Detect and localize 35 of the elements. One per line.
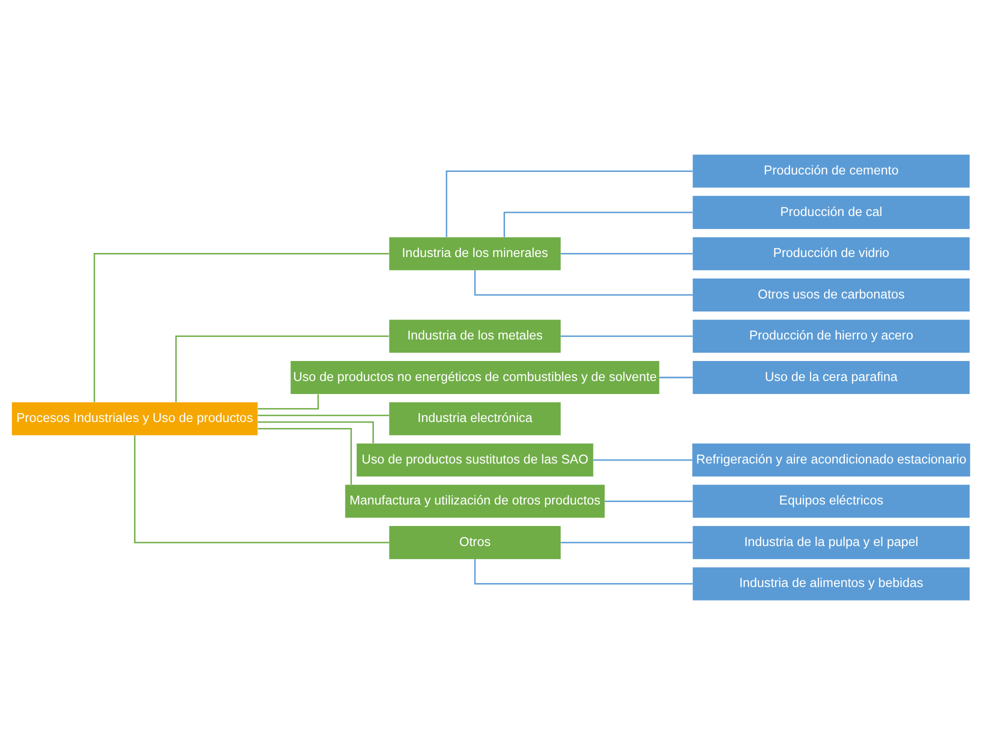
node-box: Industria de los minerales [389,236,561,270]
connector [474,558,693,584]
node-box: Industria electrónica [389,402,561,435]
node-box: Industria de alimentos y bebidas [692,566,970,600]
connector [175,335,389,402]
node-box: Industria de la pulpa y el papel [692,526,970,559]
connector [560,541,693,543]
connector [504,211,693,237]
node-box: Otros [389,526,561,559]
node-box: Producción de vidrio [692,236,970,270]
node-box: Producción de cemento [692,154,970,188]
node-box: Producción de hierro y acero [692,319,970,352]
node-box: Industria de los metales [389,319,561,352]
connector [474,270,693,296]
node-box: Uso de la cera parafina [692,360,970,394]
node-box: Otros usos de carbonatos [692,278,970,311]
connector [659,376,693,378]
node-box: Procesos Industriales y Uso de productos [12,402,258,435]
connector [134,434,390,543]
connector [560,335,693,336]
connector [258,427,352,484]
connector [258,420,374,443]
node-box: Producción de cal [692,195,970,228]
connector [560,252,693,254]
node-box: Uso de productos no energéticos de combustibles y de solvente [290,360,660,394]
connector [446,170,693,236]
connector [604,500,693,502]
node-box: Manufactura y utilización de otros productos [345,484,605,518]
node-box: Uso de productos sustitutos de las SAO [356,443,594,476]
node-box: Equipos eléctricos [692,484,970,518]
connector [258,414,390,416]
connector [258,394,319,410]
connector [593,458,692,460]
node-box: Refrigeración y aire acondicionado estacionario [692,443,970,476]
connector [94,252,390,402]
